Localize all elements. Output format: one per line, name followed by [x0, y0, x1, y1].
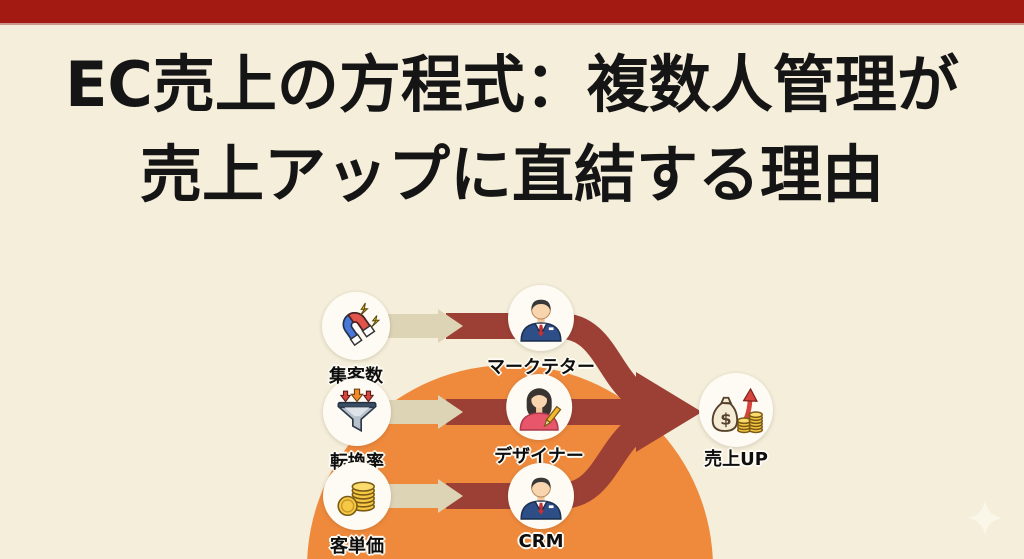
node-basket-size: 客単価	[323, 462, 391, 558]
svg-text:$: $	[720, 410, 731, 429]
crm-icon	[520, 477, 562, 520]
node-conversion: 転換率	[323, 378, 391, 474]
conversion-bubble	[323, 378, 391, 446]
magnet-icon	[342, 302, 381, 347]
crm-bubble	[508, 463, 574, 529]
title-line-2: 売上アップに直結する理由	[139, 138, 884, 211]
traffic-bubble	[322, 292, 390, 360]
top-accent-bar	[0, 0, 1024, 25]
node-label-marketer: マークテター	[487, 357, 595, 378]
node-sales-up: $ 売上UP	[699, 373, 773, 471]
designer-icon	[519, 388, 562, 431]
feeder-arrow-2	[380, 395, 463, 429]
node-label-sales-up: 売上UP	[704, 449, 768, 470]
node-traffic: 集客数	[322, 292, 390, 388]
coins-icon	[337, 481, 375, 517]
marketer-icon	[520, 299, 562, 342]
designer-bubble	[505, 374, 572, 440]
money-growth-icon: $	[711, 387, 764, 434]
marketer-bubble	[508, 285, 574, 351]
feeder-arrow-1	[380, 309, 463, 343]
beige-feeder-arrows	[380, 309, 463, 513]
feeder-arrow-3	[380, 479, 463, 513]
node-crm: CRM	[508, 463, 574, 552]
basket-size-bubble	[323, 462, 391, 530]
node-label-basket-size: 客単価	[330, 536, 384, 557]
sparkle-icon	[968, 501, 1002, 535]
node-designer: デザイナー	[494, 374, 584, 468]
node-marketer: マークテター	[487, 285, 595, 379]
title-line-1: EC売上の方程式：複数人管理が	[65, 48, 959, 121]
node-label-designer: デザイナー	[494, 446, 584, 467]
node-label-crm: CRM	[518, 531, 564, 552]
page-title: EC売上の方程式：複数人管理が売上アップに直結する理由	[0, 40, 1024, 220]
big-arrowhead	[636, 372, 702, 452]
sales-up-bubble: $	[699, 373, 773, 447]
funnel-icon	[337, 388, 377, 433]
